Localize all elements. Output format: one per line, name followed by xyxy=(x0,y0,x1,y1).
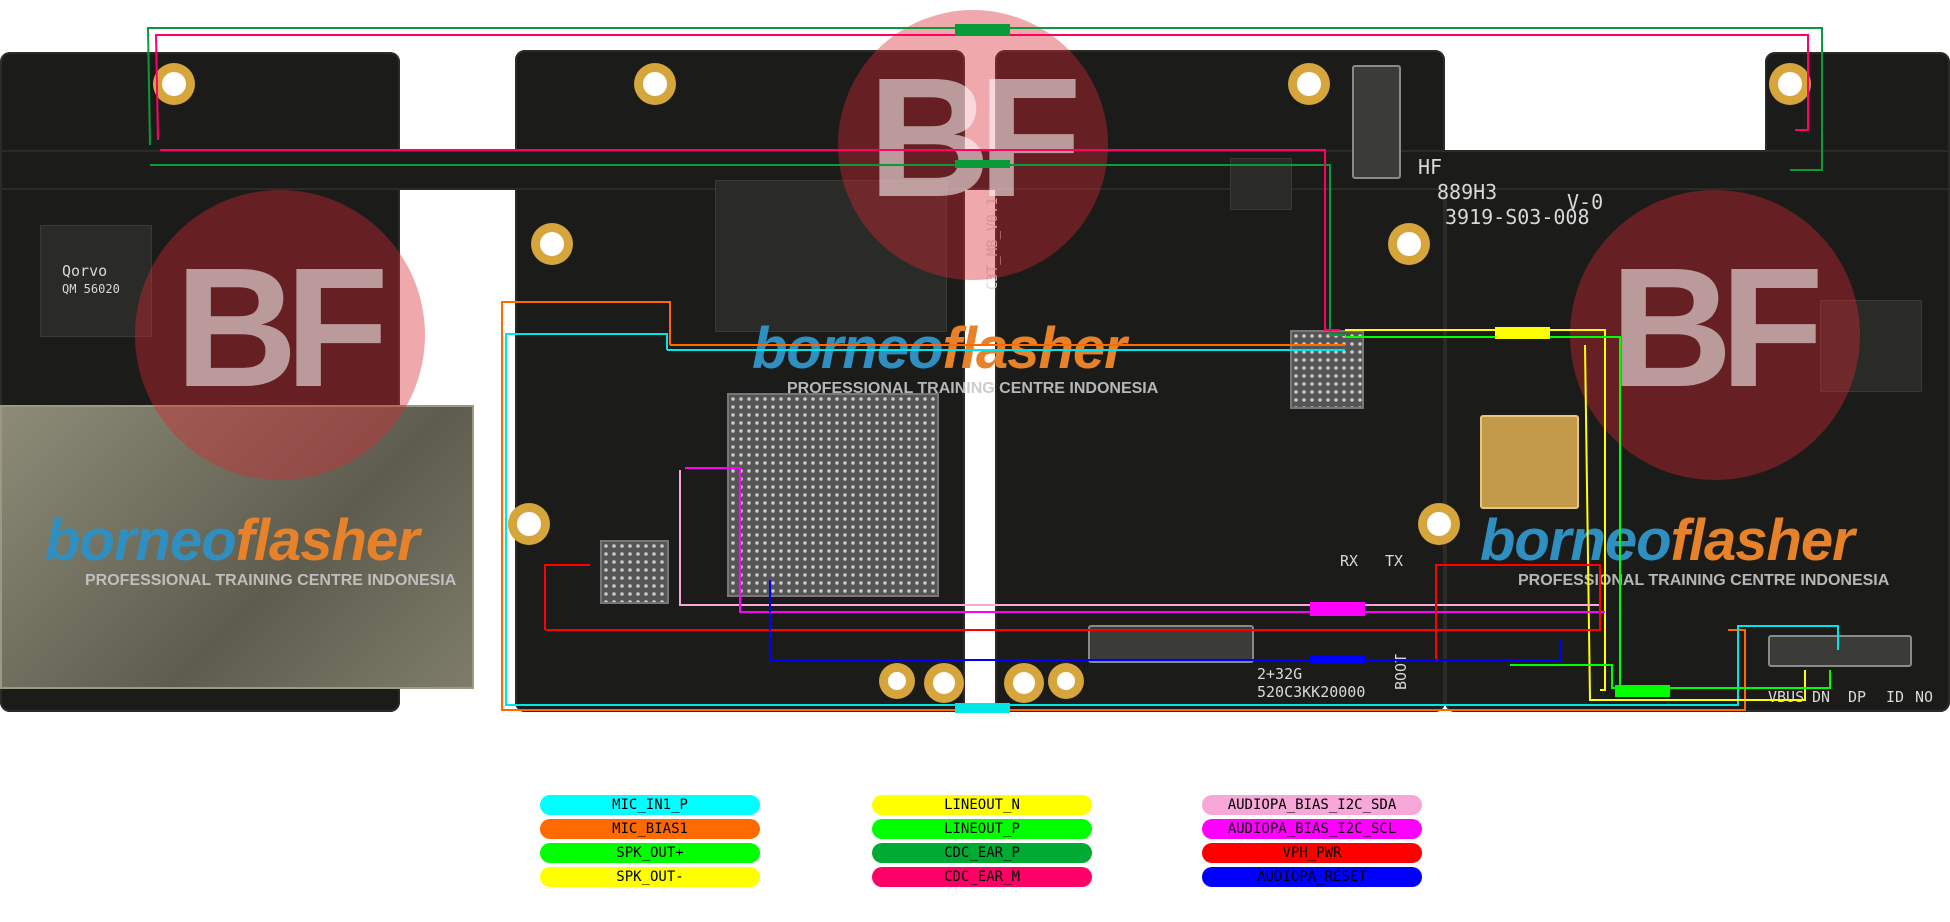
legend-item-spk-out-: SPK_OUT+ xyxy=(540,843,760,863)
legend-item-mic-bias1: MIC_BIAS1 xyxy=(540,819,760,839)
trace-lineout-p xyxy=(1345,336,1660,696)
silk-code-3919: 3919-S03-008 xyxy=(1445,205,1590,229)
memory-size-label: 2+32G xyxy=(1257,665,1303,683)
usb-dn-label: DN xyxy=(1812,688,1831,706)
rf-chip xyxy=(1230,158,1292,210)
usb-no-label: NO xyxy=(1915,688,1934,706)
mount-hole xyxy=(1427,512,1451,536)
mount-hole xyxy=(888,672,906,690)
legend-item-cdc-ear-m: CDC_EAR_M xyxy=(872,867,1092,887)
mount-hole xyxy=(933,672,955,694)
watermark-brand-center: borneoflasher xyxy=(752,316,1127,381)
trace-marker-top xyxy=(955,24,1010,36)
trace-marker-right xyxy=(1495,327,1550,339)
usb-connector xyxy=(1768,635,1912,667)
tx-label: TX xyxy=(1385,552,1404,570)
trace-audiopa-reset xyxy=(769,580,1561,661)
trace-vph-pwr xyxy=(544,564,590,630)
trace-mic-in1-p xyxy=(1738,625,1839,650)
watermark-logo-center: B F xyxy=(838,10,1108,280)
audio-pa-chip xyxy=(40,225,152,337)
trace-lineout-n xyxy=(1345,329,1606,691)
usb-id-label: ID xyxy=(1886,688,1905,706)
mount-hole xyxy=(162,72,186,96)
usb-vbus-label: VBUS xyxy=(1768,688,1805,706)
board-serial-label: 520C3KK20000 xyxy=(1257,683,1366,701)
trace-marker-center xyxy=(1310,602,1365,616)
mount-hole xyxy=(1013,672,1035,694)
watermark-tagline-left: PROFESSIONAL TRAINING CENTRE INDONESIA xyxy=(85,572,457,589)
legend-item-audiopa-bias-i2c-scl: AUDIOPA_BIAS_I2C_SCL xyxy=(1202,819,1422,839)
trace-cdc-ear-m xyxy=(160,149,1340,331)
legend-item-mic-in1-p: MIC_IN1_P xyxy=(540,795,760,815)
legend-item-audiopa-reset: AUDIOPA_RESET xyxy=(1202,867,1422,887)
trace-marker-top xyxy=(955,160,1010,168)
soc-bga-footprint xyxy=(727,393,939,597)
silk-code-v0: V-0 xyxy=(1567,190,1604,214)
legend-item-cdc-ear-p: CDC_EAR_P xyxy=(872,843,1092,863)
legend-item-vph-pwr: VPH_PWR xyxy=(1202,843,1422,863)
mount-hole xyxy=(1057,672,1075,690)
mount-hole xyxy=(540,232,564,256)
watermark-tagline-right: PROFESSIONAL TRAINING CENTRE INDONESIA xyxy=(1518,572,1890,589)
speaker-pad xyxy=(1480,415,1579,509)
legend-item-lineout-n: LINEOUT_N xyxy=(872,795,1092,815)
watermark-logo-right: B F xyxy=(1570,190,1860,480)
chip-part-label: QM 56020 xyxy=(62,282,120,296)
trace-spk-out-minus xyxy=(1584,344,1806,701)
legend-item-lineout-p: LINEOUT_P xyxy=(872,819,1092,839)
trace-cdc-ear-p xyxy=(150,164,1345,336)
rx-label: RX xyxy=(1340,552,1359,570)
mount-hole xyxy=(517,512,541,536)
trace-cdc-ear-m xyxy=(154,34,1809,141)
sim-card-tray xyxy=(0,405,474,689)
pcb-top-strip xyxy=(0,150,1950,190)
pmic-bga-footprint xyxy=(1290,330,1364,409)
trace-mic-bias1 xyxy=(501,301,1746,711)
watermark-brand-left: borneoflasher xyxy=(45,508,420,573)
mount-hole xyxy=(1778,72,1802,96)
emmc-chip xyxy=(715,180,947,332)
trace-marker-right xyxy=(1615,685,1670,697)
board-connector-top xyxy=(1352,65,1401,179)
watermark-brand-right: borneoflasher xyxy=(1480,508,1855,573)
mount-hole xyxy=(1297,72,1321,96)
audio-codec-bga xyxy=(600,540,669,604)
chip-brand-label: Qorvo xyxy=(62,262,108,280)
silk-code-889h3: 889H3 xyxy=(1437,180,1498,204)
legend-item-audiopa-bias-i2c-sda: AUDIOPA_BIAS_I2C_SDA xyxy=(1202,795,1422,815)
fpc-connector-bottom xyxy=(1088,625,1254,663)
hf-marking: HF xyxy=(1418,155,1443,179)
trace-spk-out-plus xyxy=(1510,664,1831,689)
pa-chip-right xyxy=(1820,300,1922,392)
trace-marker-bottom xyxy=(955,703,1010,713)
trace-marker-center xyxy=(1310,655,1365,663)
watermark-tagline-center: PROFESSIONAL TRAINING CENTRE INDONESIA xyxy=(787,380,1159,397)
usb-dp-label: DP xyxy=(1848,688,1867,706)
legend-item-spk-out-: SPK_OUT- xyxy=(540,867,760,887)
watermark-logo-left: B F xyxy=(135,190,425,480)
mount-hole xyxy=(643,72,667,96)
trace-audiopa-i2c-scl xyxy=(685,467,1605,613)
trace-cdc-ear-p xyxy=(146,27,1823,171)
mount-hole xyxy=(1397,232,1421,256)
trace-vph-pwr xyxy=(545,564,1601,660)
trace-audiopa-i2c-sda xyxy=(679,470,1600,606)
